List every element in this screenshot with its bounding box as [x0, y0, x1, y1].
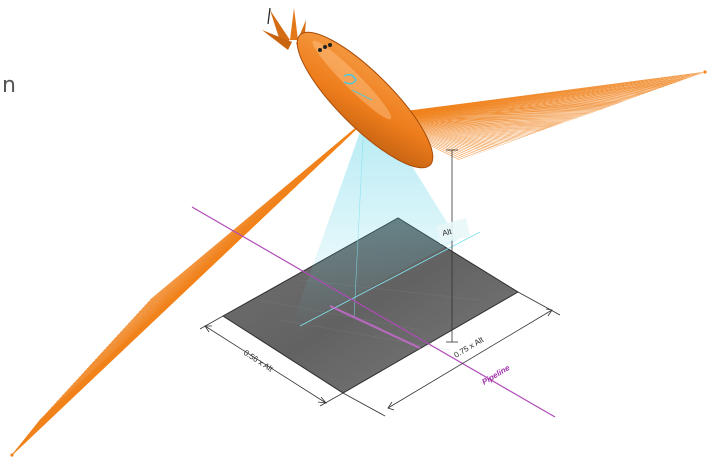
auv-vehicle-icon: [262, 7, 434, 169]
sonar-beam: [149, 115, 371, 301]
width-label-right: 0.75 x Alt: [452, 335, 486, 360]
altitude-label-box: [436, 218, 470, 244]
sonar-cone: [290, 118, 458, 330]
pipeline-line: [191, 206, 556, 418]
sonar-beam-tip: [703, 70, 707, 74]
width-label-left: 0.56 x Alt: [242, 348, 275, 374]
swath-centre-line: [299, 231, 481, 327]
altitude-label: Alt: [441, 227, 453, 238]
sonar-beam: [369, 71, 706, 117]
sonar-beam-tip: [10, 453, 14, 457]
nadir-line: [353, 119, 365, 319]
width-dimension-right: [342, 291, 561, 417]
width-dimension-left: [199, 315, 344, 407]
cut-off-letter: n: [2, 73, 16, 98]
pipeline-on-seabed: [329, 305, 421, 349]
altitude-dimension: [446, 149, 458, 343]
